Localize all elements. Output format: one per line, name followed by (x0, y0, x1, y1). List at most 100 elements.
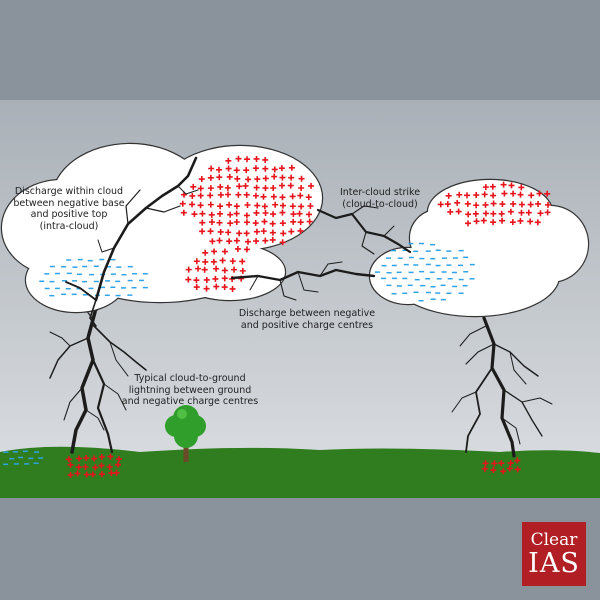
ground-positive-charges-right (481, 457, 521, 475)
positive-charge (269, 220, 276, 227)
positive-charge (208, 219, 215, 226)
positive-charge (190, 183, 197, 190)
positive-charge (260, 193, 267, 200)
positive-charge (517, 217, 524, 224)
positive-charge (252, 220, 259, 227)
positive-charge (482, 184, 489, 191)
positive-charge (199, 219, 206, 226)
positive-charge (82, 463, 89, 470)
positive-charge (197, 202, 204, 209)
positive-charge (74, 470, 81, 477)
positive-charge (227, 211, 234, 218)
right-cloud-positive-charges (437, 181, 551, 227)
positive-charge (243, 212, 250, 219)
positive-charge (489, 183, 496, 190)
positive-charge (221, 248, 228, 255)
positive-charge (270, 184, 277, 191)
positive-charge (89, 471, 96, 478)
positive-charge (217, 210, 224, 217)
positive-charge (252, 165, 259, 172)
positive-charge (202, 249, 209, 256)
positive-charge (217, 228, 224, 235)
clearias-logo: Clear IAS (522, 522, 586, 586)
positive-charge (481, 465, 488, 472)
positive-charge (199, 210, 206, 217)
positive-charge (201, 266, 208, 273)
positive-charge (518, 184, 525, 191)
positive-charge (482, 210, 489, 217)
positive-charge (225, 157, 232, 164)
positive-charge (498, 460, 505, 467)
positive-charge (234, 245, 241, 252)
positive-charge (233, 237, 240, 244)
positive-charge (298, 175, 305, 182)
positive-charge (244, 238, 251, 245)
positive-charge (180, 209, 187, 216)
positive-charge (242, 182, 249, 189)
positive-charge (108, 470, 115, 477)
positive-charge (185, 266, 192, 273)
positive-charge (298, 184, 305, 191)
positive-charge (280, 230, 287, 237)
positive-charge (198, 176, 205, 183)
positive-charge (498, 210, 505, 217)
positive-charge (506, 465, 513, 472)
positive-charge (279, 194, 286, 201)
positive-charge (447, 208, 454, 215)
positive-charge (510, 190, 517, 197)
ground-negative-charges (3, 450, 44, 466)
positive-charge (212, 275, 219, 282)
positive-charge (535, 200, 542, 207)
positive-charge (262, 165, 269, 172)
positive-charge (473, 192, 480, 199)
positive-charge (233, 210, 240, 217)
positive-charge (306, 218, 313, 225)
positive-charge (224, 191, 231, 198)
positive-charge (226, 238, 233, 245)
positive-charge (229, 285, 236, 292)
positive-charge (231, 266, 238, 273)
positive-charge (227, 220, 234, 227)
positive-charge (208, 211, 215, 218)
positive-charge (270, 193, 277, 200)
positive-charge (455, 208, 462, 215)
positive-charge (216, 174, 223, 181)
positive-charge (91, 455, 98, 462)
positive-charge (216, 237, 223, 244)
positive-charge (225, 165, 232, 172)
positive-charge (500, 468, 507, 475)
positive-charge (528, 192, 535, 199)
positive-charge (454, 199, 461, 206)
positive-charge (544, 190, 551, 197)
positive-charge (509, 219, 516, 226)
positive-charge (236, 183, 243, 190)
positive-charge (298, 203, 305, 210)
positive-charge (490, 210, 497, 217)
positive-charge (473, 218, 480, 225)
left-cloud-positive-charges (179, 155, 315, 253)
positive-charge (243, 191, 250, 198)
positive-charge (83, 455, 90, 462)
positive-charge (235, 155, 242, 162)
positive-charge (287, 182, 294, 189)
label-inter-cloud: Inter-cloud strike (cloud-to-cloud) (339, 187, 421, 210)
positive-charge (113, 469, 120, 476)
positive-charge (482, 201, 489, 208)
positive-charge (261, 203, 268, 210)
positive-charge (98, 462, 105, 469)
positive-charge (234, 175, 241, 182)
bolt-intra-cloud (65, 156, 199, 327)
positive-charge (191, 211, 198, 218)
positive-charge (445, 192, 452, 199)
positive-charge (209, 238, 216, 245)
positive-charge (219, 257, 226, 264)
positive-charge (197, 185, 204, 192)
positive-charge (193, 277, 200, 284)
positive-charge (507, 208, 514, 215)
positive-charge (221, 275, 228, 282)
positive-charge (233, 203, 240, 210)
positive-charge (193, 258, 200, 265)
positive-charge (253, 228, 260, 235)
positive-charge (279, 239, 286, 246)
positive-charge (239, 267, 246, 274)
